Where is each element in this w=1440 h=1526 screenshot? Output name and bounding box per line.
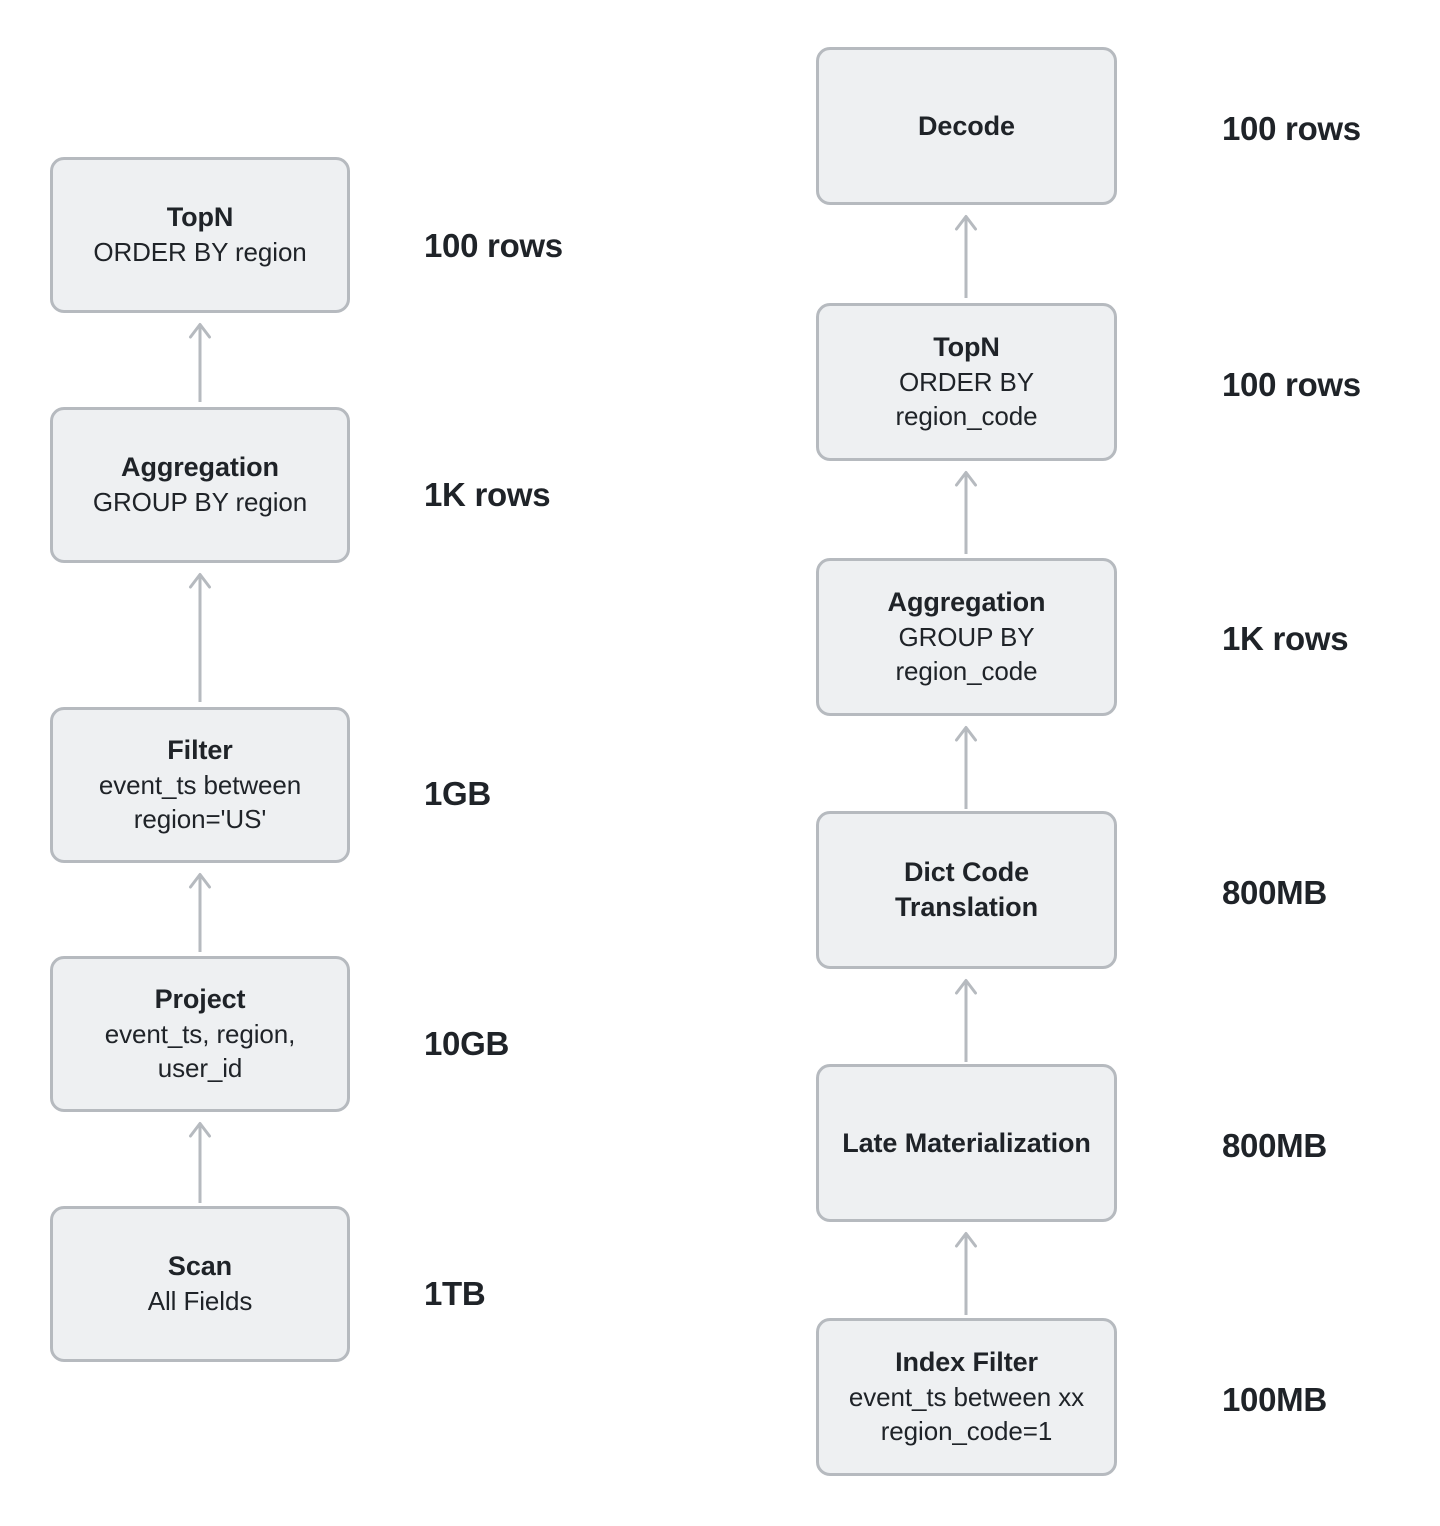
node-title: Decode: [918, 110, 1015, 141]
node-right-index-filter[interactable]: Index Filter event_ts between xx region_…: [816, 1318, 1117, 1476]
metric-right-decode: 100 rows: [1222, 110, 1361, 147]
metric-left-filter: 1GB: [424, 775, 491, 812]
metric-left-topn: 100 rows: [424, 227, 563, 264]
edge-left-project-to-filter: [187, 868, 213, 952]
edge-left-filter-to-aggregation: [187, 568, 213, 702]
node-left-topn[interactable]: TopN ORDER BY region: [50, 157, 350, 313]
node-right-decode[interactable]: Decode: [816, 47, 1117, 205]
metric-left-project: 10GB: [424, 1025, 510, 1062]
metric-left-aggregation: 1K rows: [424, 476, 551, 513]
node-title: Dict Code Translation: [895, 857, 1038, 922]
node-title: Aggregation: [121, 451, 279, 482]
node-subtitle: All Fields: [147, 1286, 253, 1317]
node-subtitle: GROUP BY region_code: [895, 622, 1038, 687]
node-left-project[interactable]: Project event_ts, region, user_id: [50, 956, 350, 1112]
metric-right-topn: 100 rows: [1222, 366, 1361, 403]
node-title: TopN: [933, 331, 1000, 362]
node-left-filter[interactable]: Filter event_ts between region='US': [50, 707, 350, 863]
node-subtitle: ORDER BY region_code: [895, 367, 1038, 432]
metric-right-aggregation: 1K rows: [1222, 620, 1349, 657]
metric-right-index-filter: 100MB: [1222, 1381, 1327, 1418]
node-right-aggregation[interactable]: Aggregation GROUP BY region_code: [816, 558, 1117, 716]
node-title: Late Materialization: [842, 1127, 1091, 1158]
node-subtitle: event_ts between region='US': [98, 770, 302, 835]
edge-left-scan-to-project: [187, 1117, 213, 1203]
node-right-dict-code-translation[interactable]: Dict Code Translation: [816, 811, 1117, 969]
edge-right-late-materialization-to-dict: [953, 974, 979, 1062]
edge-right-aggregation-to-topn: [953, 466, 979, 554]
node-right-topn[interactable]: TopN ORDER BY region_code: [816, 303, 1117, 461]
edge-right-topn-to-decode: [953, 210, 979, 298]
edge-right-index-filter-to-late-materialization: [953, 1227, 979, 1315]
metric-right-dict-code-translation: 800MB: [1222, 874, 1327, 911]
node-subtitle: GROUP BY region: [92, 487, 308, 518]
node-title: Project: [154, 983, 246, 1014]
node-title: Filter: [167, 734, 233, 765]
metric-right-late-materialization: 800MB: [1222, 1127, 1327, 1164]
node-title: Scan: [167, 1250, 233, 1281]
node-subtitle: event_ts between xx region_code=1: [848, 1382, 1085, 1447]
node-subtitle: ORDER BY region: [93, 237, 307, 268]
node-right-late-materialization[interactable]: Late Materialization: [816, 1064, 1117, 1222]
node-subtitle: event_ts, region, user_id: [104, 1019, 296, 1084]
node-title: Index Filter: [895, 1346, 1038, 1377]
node-title: TopN: [166, 201, 234, 232]
metric-left-scan: 1TB: [424, 1275, 486, 1312]
node-left-aggregation[interactable]: Aggregation GROUP BY region: [50, 407, 350, 563]
node-left-scan[interactable]: Scan All Fields: [50, 1206, 350, 1362]
edge-left-aggregation-to-topn: [187, 318, 213, 402]
node-title: Aggregation: [887, 586, 1046, 617]
edge-right-dict-to-aggregation: [953, 721, 979, 809]
